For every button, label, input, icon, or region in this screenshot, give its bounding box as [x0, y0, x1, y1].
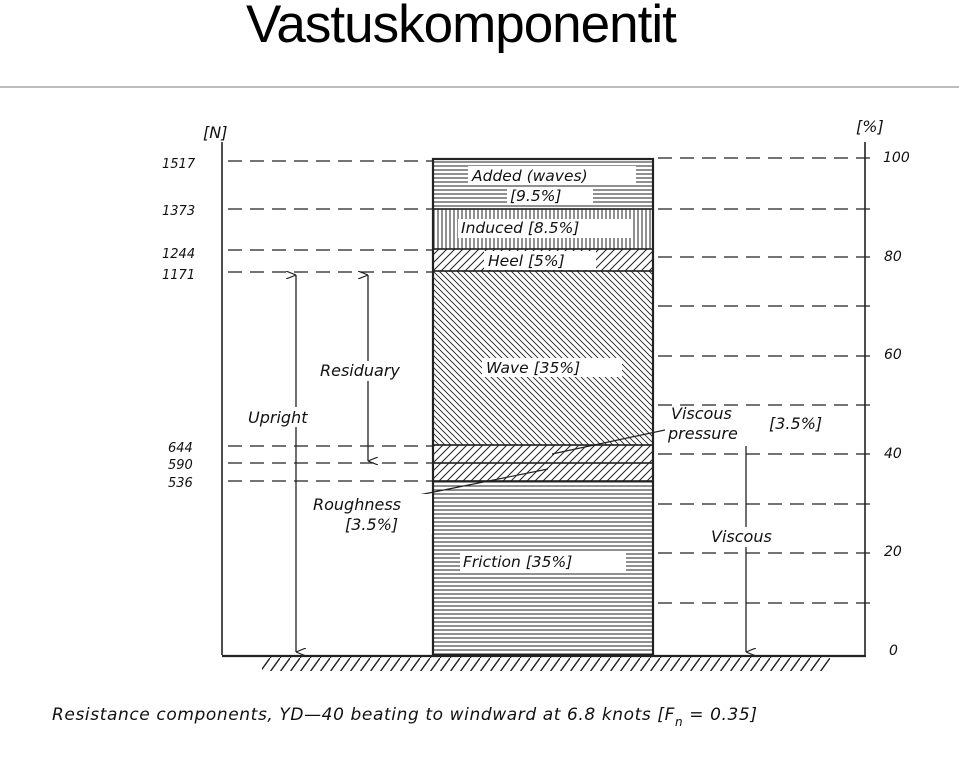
roughness-label-bg	[310, 494, 432, 534]
label-roughness-line1: Roughness	[313, 495, 401, 514]
right-axis-unit: [%]	[856, 117, 884, 136]
scan-edge-divider	[0, 86, 959, 88]
figure-caption: Resistance components, YD—40 beating to …	[52, 705, 758, 729]
label-viscous-pressure-pct: [3.5%]	[769, 414, 822, 433]
label-added-line2: [9.5%]	[510, 187, 561, 205]
upright-label-bg	[246, 407, 330, 427]
label-wave: Wave [35%]	[486, 359, 580, 377]
left-tick-1244: 1244	[162, 247, 195, 262]
right-tick-0: 0	[889, 643, 898, 659]
right-tick-100: 100	[883, 150, 910, 166]
right-tick-60: 60	[884, 347, 902, 363]
ground-hatch	[262, 657, 830, 671]
label-residuary: Residuary	[320, 361, 400, 380]
label-friction: Friction [35%]	[463, 553, 572, 571]
label-viscous: Viscous	[711, 527, 772, 546]
right-axis-ticks: 100 80 60 40 20 0	[883, 150, 910, 659]
label-heel: Heel [5%]	[488, 252, 565, 270]
viscous-pressure-leader	[551, 429, 666, 455]
residuary-label-bg	[318, 361, 426, 381]
left-tick-1517: 1517	[162, 157, 196, 172]
label-viscous-pressure-line2: pressure	[667, 424, 738, 443]
left-tick-536: 536	[168, 476, 193, 491]
right-tick-20: 20	[884, 544, 902, 560]
slide-title: Vastuskomponentit	[246, 0, 677, 54]
viscous-label-bg	[708, 527, 794, 547]
segment-labels: Added (waves) [9.5%] Induced [8.5%] Heel…	[458, 166, 636, 571]
label-added-line1: Added (waves)	[471, 167, 588, 185]
left-axis-unit: [N]	[203, 123, 227, 142]
left-tick-644: 644	[168, 441, 193, 456]
label-induced: Induced [8.5%]	[461, 219, 579, 237]
dashed-reference-lines	[228, 157, 872, 604]
label-roughness-line2: [3.5%]	[345, 515, 398, 534]
left-tick-1171: 1171	[162, 268, 195, 283]
label-viscous-pressure-line1: Viscous	[671, 404, 732, 423]
label-upright: Upright	[248, 408, 308, 427]
right-tick-40: 40	[884, 446, 902, 462]
segment-roughness	[432, 462, 654, 482]
left-tick-1373: 1373	[162, 204, 195, 219]
left-tick-590: 590	[168, 458, 193, 473]
left-axis-ticks: 1517 1373 1244 1171 644 590 536	[162, 157, 196, 491]
segment-viscous-pressure	[432, 444, 654, 464]
right-tick-80: 80	[884, 249, 902, 265]
